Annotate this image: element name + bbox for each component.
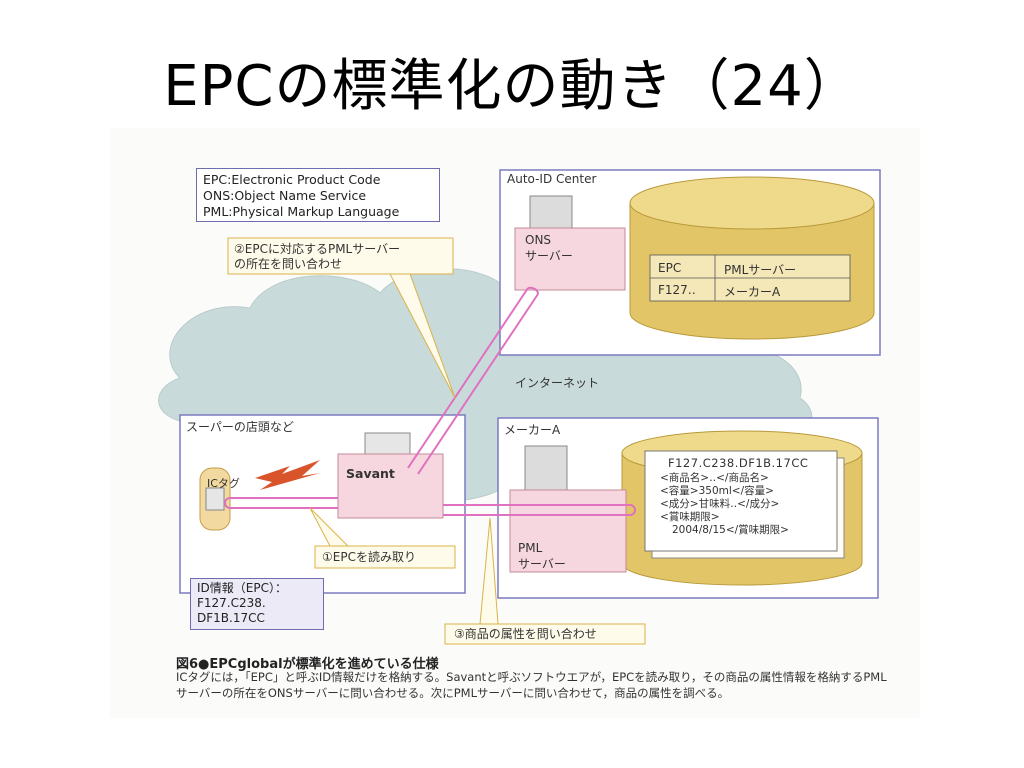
ic-tag-chip	[205, 487, 225, 511]
step2-text: ②EPCに対応するPMLサーバー の所在を問い合わせ	[234, 242, 400, 272]
id-info-box: ID情報（EPC）： F127.C238. DF1B.17CC	[190, 578, 324, 630]
pml-server-label: PML サーバー	[518, 540, 566, 572]
ons-label-line1: ONS	[525, 233, 552, 247]
diagram-graphics	[158, 169, 881, 645]
internet-label: インターネット	[515, 376, 600, 390]
figure-caption-title: 図6●EPCglobalが標準化を進めている仕様	[176, 657, 439, 672]
ic-tag-label: ICタグ	[207, 477, 240, 490]
figure-caption-body: ICタグには，「EPC」と呼ぶID情報だけを格納する。Savantと呼ぶソフトウ…	[176, 670, 887, 700]
step3-text: ③商品の属性を問い合わせ	[454, 627, 597, 641]
callout-step1	[314, 545, 456, 569]
savant-box	[337, 453, 444, 519]
id-info-line: DF1B.17CC	[197, 611, 265, 625]
pml-label-line1: PML	[518, 541, 543, 555]
legend-line: ONS:Object Name Service	[203, 188, 367, 203]
step2-line1: ②EPCに対応するPMLサーバー	[234, 242, 401, 256]
pml-doc-body: <商品名>‥</商品名> <容量>350ml</容量> <成分>甘味料‥</成分…	[660, 472, 789, 537]
legend-line: PML:Physical Markup Language	[203, 204, 400, 219]
legend-line: EPC:Electronic Product Code	[203, 172, 381, 187]
wireless-lightning	[255, 460, 320, 490]
savant-machine-top	[364, 432, 411, 456]
epc-table-cell-pml: メーカーA	[724, 285, 781, 299]
pml-label-line2: サーバー	[518, 557, 566, 571]
pml-doc-line: <容量>350ml</容量>	[660, 485, 774, 497]
pml-doc-header: F127.C238.DF1B.17CC	[668, 456, 809, 470]
savant-label: Savant	[346, 466, 395, 481]
step2-line2: の所在を問い合わせ	[234, 257, 343, 271]
pml-doc-line: <商品名>‥</商品名>	[660, 472, 769, 484]
pml-server	[509, 489, 627, 573]
ons-server	[514, 227, 626, 291]
slide-title: EPCの標準化の動き（24）	[163, 54, 861, 119]
pink-arrows	[224, 286, 636, 516]
callout-step2	[227, 237, 454, 275]
pml-doc-line: <賞味期限>	[660, 511, 720, 523]
maker-label: メーカーA	[504, 423, 561, 437]
epc-table-header-epc: EPC	[658, 261, 682, 275]
store-label: スーパーの店頭など	[186, 420, 294, 434]
id-info-line: ID情報（EPC）：	[197, 581, 287, 595]
pml-server-tower	[524, 445, 568, 493]
epc-table-cell-epc: F127‥	[658, 283, 696, 297]
callout-step3	[444, 623, 646, 645]
pml-doc-line: <成分>甘味料‥</成分>	[660, 498, 780, 510]
id-info-line: F127.C238.	[197, 596, 266, 610]
step1-text: ①EPCを読み取り	[322, 550, 416, 564]
pml-doc-line: 2004/8/15</賞味期限>	[672, 524, 789, 536]
epc-table-header-pml: PMLサーバー	[724, 263, 797, 277]
ons-label-line2: サーバー	[525, 249, 573, 263]
scanned-figure: EPC:Electronic Product Code ONS:Object N…	[110, 128, 920, 718]
pml-doc-paper	[644, 450, 838, 552]
abbreviation-legend: EPC:Electronic Product Code ONS:Object N…	[196, 168, 440, 222]
ons-server-label: ONS サーバー	[525, 232, 573, 264]
auto-id-label: Auto-ID Center	[507, 172, 597, 186]
